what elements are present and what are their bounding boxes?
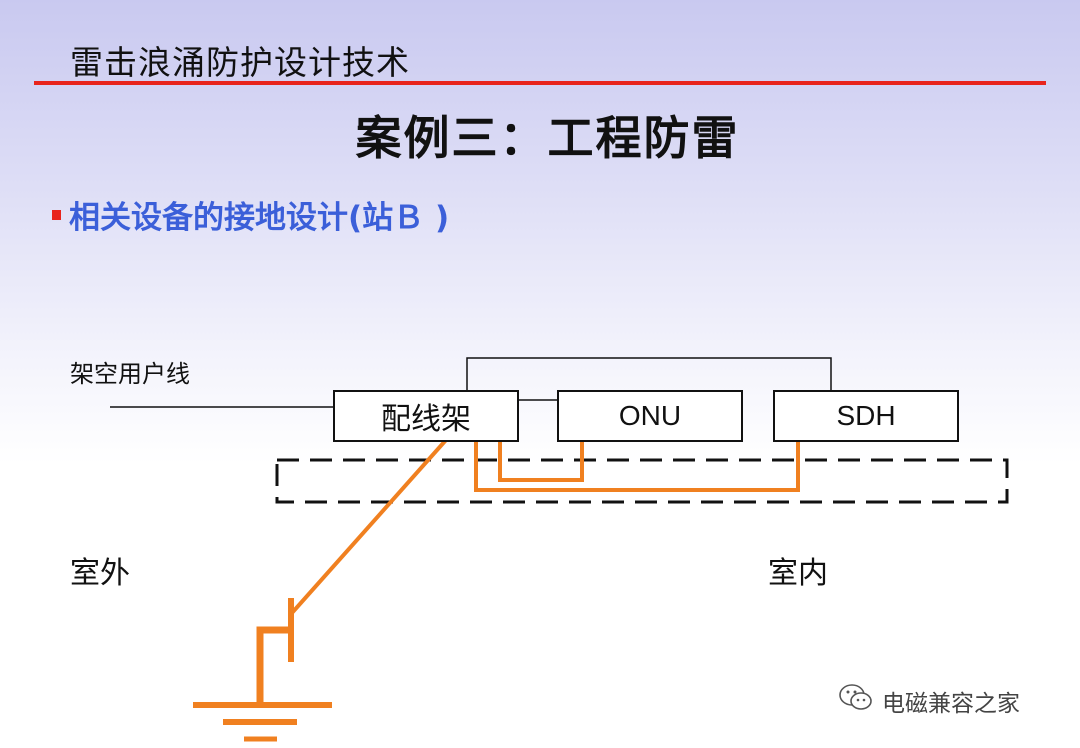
bullet-row: 相关设备的接地设计(站Ｂ ) <box>52 192 449 237</box>
bullet-text: 相关设备的接地设计(站Ｂ ) <box>69 200 450 236</box>
onu-box: ONU <box>557 390 743 442</box>
ground-electrode-bend <box>256 626 291 704</box>
onu-ground-wire <box>498 440 584 482</box>
watermark: 电磁兼容之家 <box>838 683 1020 719</box>
wechat-icon <box>838 683 874 719</box>
outdoor-label: 室外 <box>70 556 130 591</box>
header-rule <box>34 81 1046 85</box>
frame-sdh-bridge <box>466 357 832 390</box>
bullet-square <box>52 209 61 220</box>
ground-bar-dashed <box>275 458 1009 504</box>
frame-ground-lead <box>289 438 448 616</box>
sdh-box: SDH <box>773 390 959 442</box>
slide-title: 案例三：工程防雷 <box>355 111 740 165</box>
distribution-frame-box: 配线架 <box>333 390 519 442</box>
sdh-ground-wire <box>474 440 800 492</box>
indoor-label: 室内 <box>768 556 828 591</box>
overhead-line-label: 架空用户线 <box>70 360 190 388</box>
watermark-text: 电磁兼容之家 <box>882 691 1020 717</box>
slide-header: 雷击浪涌防护设计技术 <box>70 43 410 82</box>
